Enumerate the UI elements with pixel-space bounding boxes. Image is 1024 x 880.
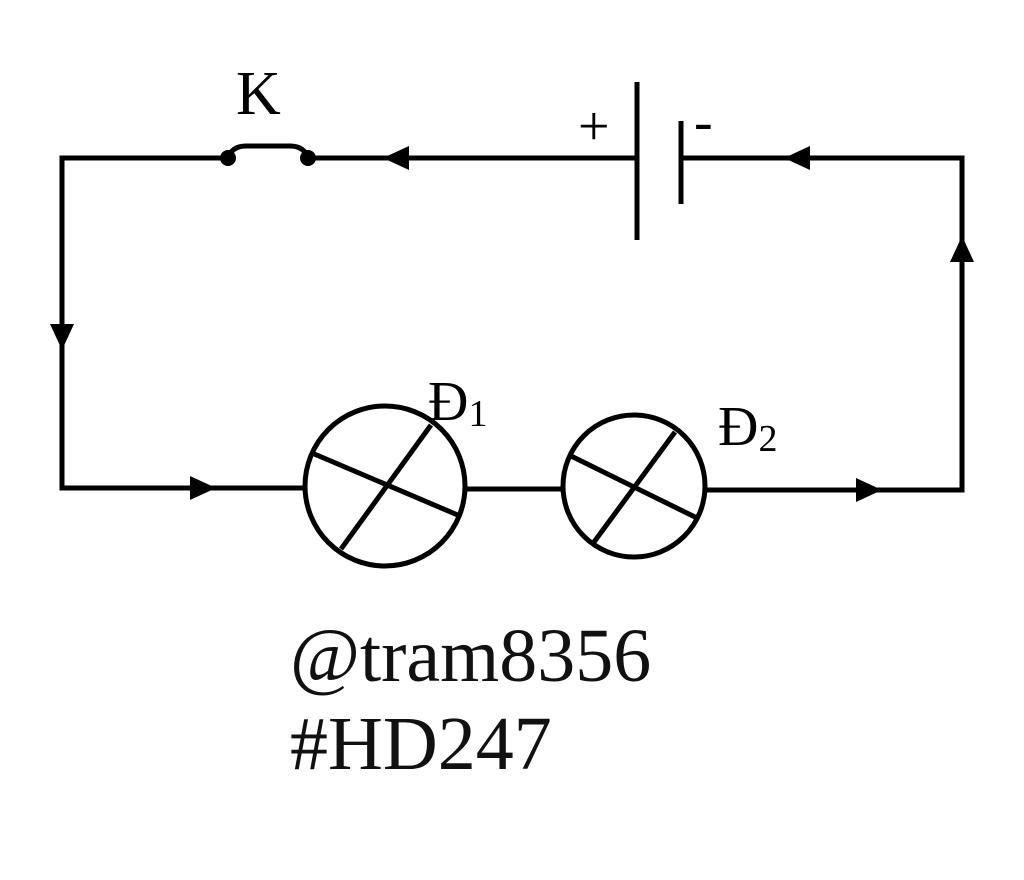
- switch-label: K: [236, 60, 281, 128]
- lamp-2-label: Đ2: [718, 396, 777, 460]
- lamp-1-label: Đ1: [428, 371, 487, 435]
- battery-plus-label: +: [578, 96, 610, 158]
- lamp-2: [560, 412, 708, 560]
- lamp-2-index: 2: [758, 418, 777, 460]
- arrow-top-left: [383, 146, 409, 170]
- switch-k: [220, 143, 316, 166]
- switch-blade: [224, 143, 312, 162]
- author-handle: @tram8356: [290, 614, 652, 698]
- lamp-2-letter: Đ: [718, 396, 758, 458]
- arrow-bottom-right: [856, 478, 882, 502]
- battery-minus-label: -: [694, 91, 713, 153]
- lamp-1-cross-b: [311, 450, 461, 519]
- lamp-1-letter: Đ: [428, 371, 468, 433]
- battery: [634, 82, 684, 240]
- arrow-right-up: [950, 236, 974, 262]
- arrow-bottom-left: [190, 476, 216, 500]
- lamp-2-cross-b: [567, 452, 699, 521]
- lamp-1: [302, 403, 468, 569]
- arrow-top-right: [784, 146, 810, 170]
- lamp-1-index: 1: [468, 393, 487, 435]
- arrow-left-down: [50, 324, 74, 350]
- source-tag: #HD247: [290, 702, 552, 786]
